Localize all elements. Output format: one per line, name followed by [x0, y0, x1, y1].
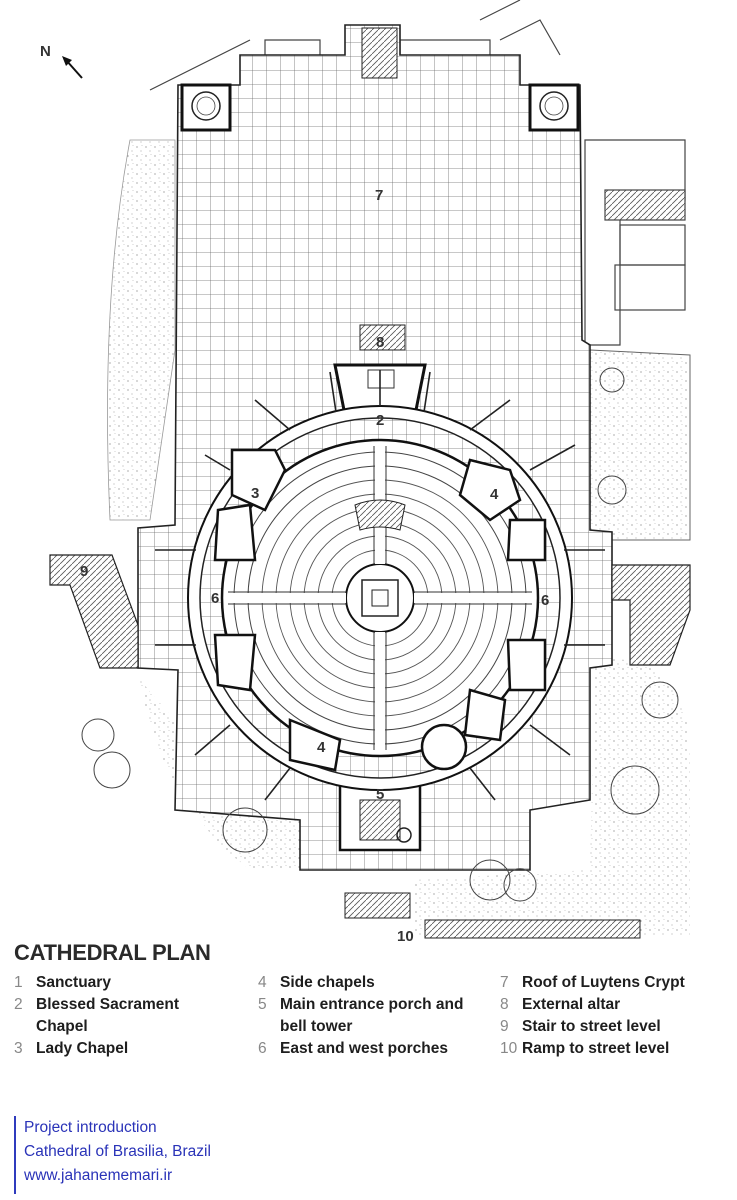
- adjacent-buildings: [149, 0, 686, 346]
- label-3: 3: [251, 485, 259, 502]
- trees: [81, 367, 679, 902]
- west-stair: [49, 554, 139, 669]
- buttresses: [155, 370, 605, 801]
- label-6-east: 6: [541, 592, 549, 609]
- label-8: 8: [376, 334, 384, 351]
- project-info: Project introduction Cathedral of Brasil…: [14, 1116, 211, 1194]
- rotunda: [187, 405, 573, 791]
- label-10: 10: [397, 928, 414, 945]
- top-stair: [361, 27, 398, 79]
- label-7: 7: [375, 187, 383, 204]
- north-label: N: [40, 43, 51, 60]
- label-9: 9: [80, 563, 88, 580]
- corner-tower-left: [180, 83, 232, 132]
- perimeter-chapels: [213, 448, 547, 772]
- info-title: Project introduction: [24, 1119, 157, 1136]
- east-stair: [611, 564, 691, 666]
- label-4-west: 4: [317, 739, 326, 756]
- legend-title: CATHEDRAL PLAN: [14, 940, 211, 965]
- corner-tower-right: [528, 83, 580, 132]
- label-5: 5: [376, 786, 384, 803]
- info-project-name: Cathedral of Brasilia, Brazil: [24, 1143, 211, 1160]
- label-2: 2: [376, 412, 384, 429]
- info-website-link[interactable]: www.jahanememari.ir: [24, 1167, 173, 1184]
- label-6-west: 6: [211, 590, 219, 607]
- cathedral-plan-drawing: N 7 8 2 3 4 4 6 6 5 9 10: [40, 0, 691, 945]
- label-4-east: 4: [490, 486, 499, 503]
- area-labels: 7 8 2 3 4 4 6 6 5 9 10: [80, 187, 549, 945]
- north-arrow: N: [40, 43, 83, 79]
- street-ramp: [344, 892, 641, 939]
